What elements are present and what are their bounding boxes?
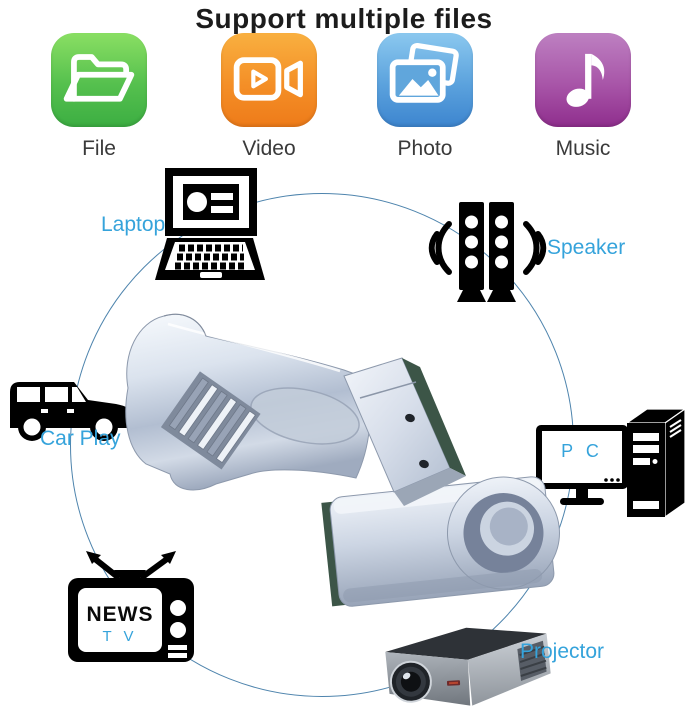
speaker-label: Speaker [547,236,626,259]
file-type-tile [221,33,317,127]
projector-label: Projector [520,640,605,663]
tv-icon [64,550,198,664]
photos-icon [389,42,459,103]
car-play-label: Car Play [40,427,121,450]
laptop-icon [143,168,268,290]
file-type-tile [535,33,631,127]
file-type-label: Music [555,137,611,160]
file-type-label: Photo [397,137,453,160]
file-type-tile [51,33,147,127]
pc-monitor-icon [536,425,628,507]
wrench-teeth [160,371,261,470]
projector-icon [368,618,558,708]
usb-plug [343,357,466,506]
music-note-icon [566,53,605,107]
tv-news-label: NEWS [86,603,154,626]
folder-icon [63,54,135,102]
file-type-tile [377,33,473,127]
wrench-cap-ring [321,476,560,607]
file-type-label: Video [242,137,296,160]
pc-label: P C [561,441,603,461]
laptop-label: Laptop [101,213,166,236]
pc-tower-icon [625,403,688,521]
wrench-usb-drive [98,292,576,632]
speaker-icon [425,198,550,313]
tv-tv-label: T V [102,628,138,645]
video-camera-icon [233,57,303,101]
car-icon [4,366,139,454]
file-type-label: File [82,137,116,160]
page-title: Support multiple files [195,3,493,34]
wrench-body [125,313,371,491]
